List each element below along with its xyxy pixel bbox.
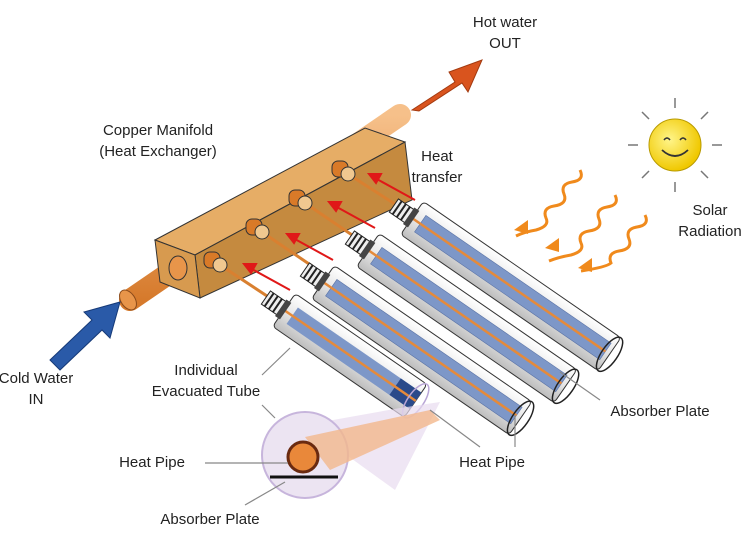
copper-manifold-label: Copper Manifold (Heat Exchanger) [99, 120, 217, 162]
cold-water-in-arrow [49, 301, 121, 371]
label-line: Evacuated Tube [151, 383, 261, 400]
heat-pipe-connections [219, 172, 399, 300]
label-line: IN [28, 391, 44, 408]
heat-transfer-arrows [241, 173, 416, 291]
cross-section-callout [261, 402, 440, 499]
sun-icon [628, 98, 722, 192]
leader-lines [205, 347, 601, 506]
label-line: transfer [411, 169, 463, 186]
label-line: (Heat Exchanger) [99, 143, 217, 160]
label-line: Individual [174, 362, 238, 379]
label-line: Hot water [472, 14, 538, 31]
heat-transfer-label: Heat transfer [412, 146, 463, 188]
label-line: Copper Manifold [102, 122, 214, 139]
label-line: Cold Water [0, 370, 74, 387]
hot-water-out-arrow [410, 59, 483, 112]
label-line: Radiation [678, 223, 742, 240]
label-line: Solar [692, 202, 728, 219]
label-line: Heat [421, 148, 453, 165]
absorber-plate-label-right: Absorber Plate [610, 403, 710, 420]
solar-wave-arrowheads [514, 220, 592, 272]
absorber-plate-label-bottom: Absorber Plate [160, 511, 260, 528]
label-line: OUT [489, 35, 521, 52]
manifold-ports [203, 160, 356, 273]
heat-pipe-label-right: Heat Pipe [459, 454, 525, 471]
evacuated-tube-1 [260, 290, 430, 419]
heat-pipe-label-left: Heat Pipe [119, 454, 185, 471]
solar-radiation-waves [515, 169, 648, 273]
